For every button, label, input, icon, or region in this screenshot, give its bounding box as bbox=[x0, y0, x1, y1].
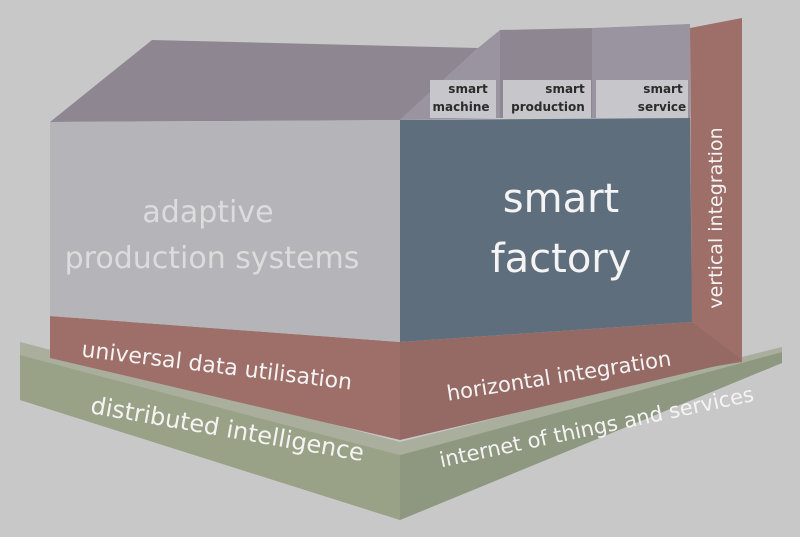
sawtooth-roof bbox=[400, 24, 690, 120]
roof-label-service-2: service bbox=[638, 100, 686, 114]
core-block bbox=[400, 118, 692, 342]
horizontal-integration-band bbox=[400, 322, 742, 440]
base-slab bbox=[20, 342, 782, 520]
main-roof bbox=[50, 40, 478, 122]
front-wall bbox=[50, 120, 400, 342]
base-right-face bbox=[400, 352, 782, 520]
base-left-face bbox=[20, 355, 400, 520]
roof-label-machine-1: smart bbox=[448, 82, 488, 96]
roof-label-production-2: production bbox=[511, 100, 585, 114]
front-wall-label-1: adaptive bbox=[142, 195, 273, 230]
core-label-1: smart bbox=[503, 176, 619, 222]
vertical-integration-pillar bbox=[690, 18, 742, 370]
core-label-2: factory bbox=[491, 236, 632, 282]
roof-label-machine-2: machine bbox=[432, 100, 489, 114]
vertical-integration-label: vertical integration bbox=[705, 127, 727, 308]
roof-label-service-1: smart bbox=[643, 82, 683, 96]
roof-label-production-1: smart bbox=[545, 82, 585, 96]
front-wall-label-2: production systems bbox=[65, 241, 360, 276]
universal-data-band bbox=[50, 316, 400, 440]
